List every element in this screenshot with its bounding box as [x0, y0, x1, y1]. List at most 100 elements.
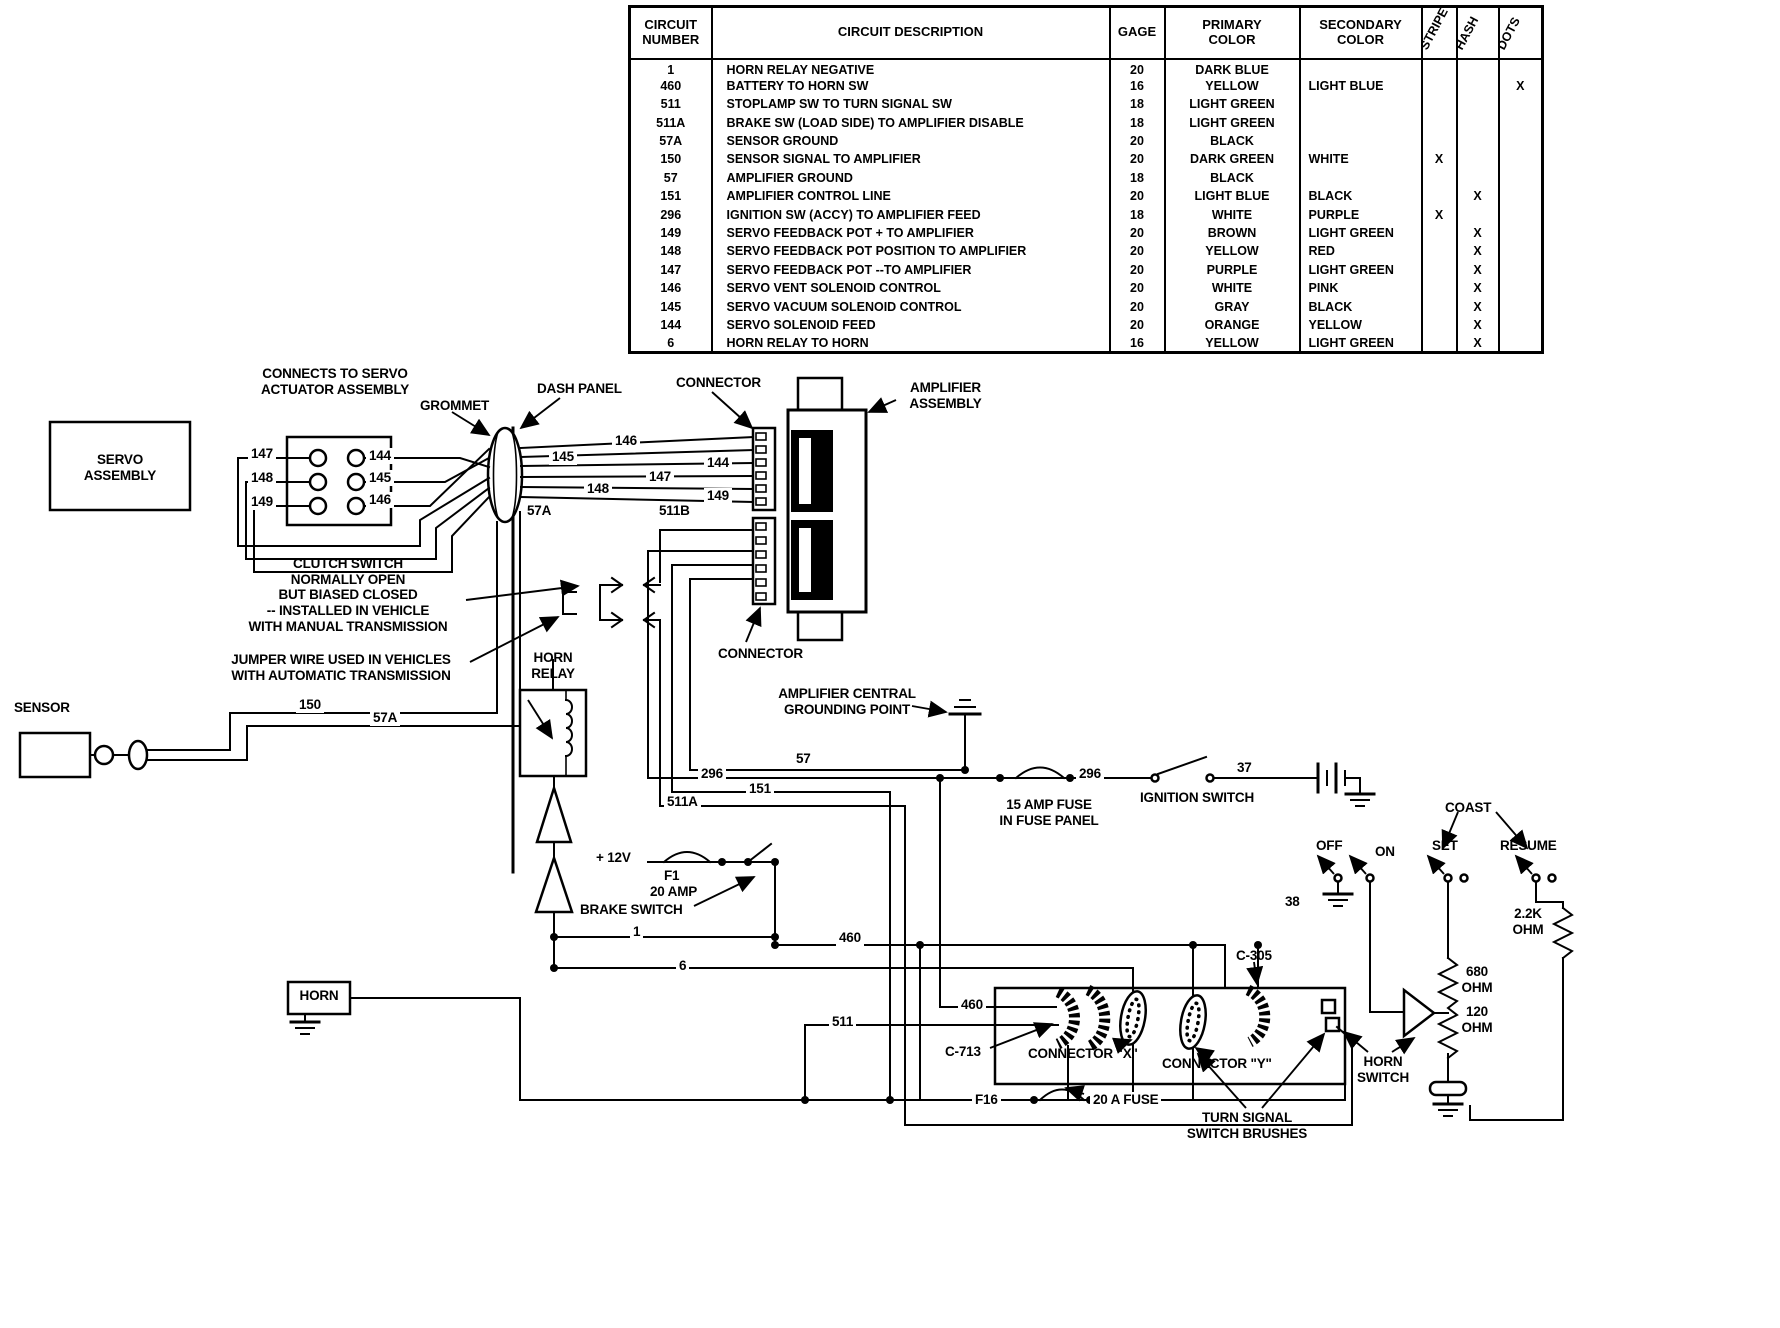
horn-and-signal-runs: [550, 933, 1262, 1101]
cell-num: 146: [628, 279, 712, 298]
wire-label-147: 147: [646, 469, 674, 485]
wire-label-38: 38: [1282, 894, 1303, 910]
cell-primary: YELLOW: [1163, 76, 1300, 96]
label-horn: HORN: [299, 988, 339, 1003]
cell-hash: X: [1455, 260, 1499, 280]
header-stripe-text: STRIPE: [1421, 6, 1451, 53]
cell-dots: [1497, 113, 1543, 133]
cell-stripe: [1420, 260, 1457, 280]
cell-dots: [1497, 95, 1543, 114]
cell-primary: LIGHT GREEN: [1163, 95, 1300, 114]
cell-dots: [1497, 58, 1543, 77]
cell-secondary: LIGHT GREEN: [1298, 224, 1422, 243]
cell-dots: [1497, 242, 1543, 261]
cell-dots: [1497, 297, 1543, 316]
cell-dots: [1497, 224, 1543, 243]
label-c305: C-305: [1236, 948, 1272, 963]
header-primary-color: PRIMARY COLOR: [1163, 6, 1300, 60]
header-hash: HASH: [1455, 6, 1499, 60]
label-grommet: GROMMET: [420, 398, 490, 413]
wire-label-146-pin: 146: [366, 492, 394, 508]
cell-hash: [1455, 168, 1499, 188]
cell-desc: SENSOR SIGNAL TO AMPLIFIER: [710, 150, 1110, 169]
wire-label-57: 57: [793, 751, 814, 767]
label-set: SET: [1432, 838, 1458, 853]
cell-secondary: WHITE: [1298, 150, 1422, 169]
cell-dots: [1497, 187, 1543, 206]
horn-shape: [286, 980, 521, 1101]
label-dash-panel: DASH PANEL: [537, 381, 622, 396]
label-connector-bottom: CONNECTOR: [718, 646, 803, 661]
cell-secondary: BLACK: [1298, 297, 1422, 316]
grommet-shape: [451, 411, 524, 524]
cell-secondary: LIGHT BLUE: [1298, 76, 1422, 96]
cell-gage: 18: [1108, 205, 1165, 225]
cell-num: 144: [628, 315, 712, 335]
cell-stripe: X: [1420, 205, 1457, 225]
wire-label-149: 149: [704, 488, 732, 504]
cell-stripe: [1420, 242, 1457, 261]
connector-brushes: [989, 944, 1341, 1101]
cell-desc: HORN RELAY TO HORN: [710, 334, 1110, 353]
cell-stripe: [1420, 95, 1457, 114]
wire-label-148-pin: 148: [248, 470, 276, 486]
amplifier-assembly-shape: [786, 376, 897, 642]
wire-label-144-pin: 144: [366, 448, 394, 464]
cell-dots: [1497, 315, 1543, 335]
cell-primary: BLACK: [1163, 168, 1300, 188]
cell-hash: X: [1455, 334, 1499, 353]
label-amplifier-grounding: AMPLIFIER CENTRAL GROUNDING POINT: [778, 686, 916, 717]
servo-assembly-box: [48, 420, 192, 512]
wire-label-296-right: 296: [1076, 766, 1104, 782]
cell-desc: BATTERY TO HORN SW: [710, 76, 1110, 96]
cell-hash: [1455, 58, 1499, 77]
label-horn-relay: HORN RELAY: [531, 650, 575, 681]
cell-stripe: [1420, 187, 1457, 206]
wire-label-511: 511: [829, 1014, 857, 1030]
label-connector-top: CONNECTOR: [676, 375, 761, 390]
cell-dots: [1497, 168, 1543, 188]
label-plus-12v: + 12V: [596, 850, 631, 865]
cell-num: 6: [628, 334, 712, 353]
header-dots-text: DOTS: [1498, 15, 1523, 53]
label-resistor-22k: 2.2K OHM: [1512, 906, 1544, 937]
cell-primary: DARK GREEN: [1163, 150, 1300, 169]
label-resistor-680: 680 OHM: [1461, 964, 1493, 995]
cell-dots: X: [1497, 76, 1543, 96]
cell-secondary: RED: [1298, 242, 1422, 261]
cell-desc: BRAKE SW (LOAD SIDE) TO AMPLIFIER DISABL…: [710, 113, 1110, 133]
cell-desc: AMPLIFIER GROUND: [710, 168, 1110, 188]
header-stripe: STRIPE: [1420, 6, 1457, 60]
sensor-shape: [18, 511, 521, 779]
cell-primary: GRAY: [1163, 297, 1300, 316]
cell-desc: SERVO VACUUM SOLENOID CONTROL: [710, 297, 1110, 316]
wire-label-511b: 511B: [656, 503, 693, 519]
amplifier-lower-wires: [647, 529, 754, 793]
label-fuse-f1: F1: [664, 868, 680, 883]
cell-secondary: YELLOW: [1298, 315, 1422, 335]
cell-num: 57A: [628, 132, 712, 151]
cell-desc: AMPLIFIER CONTROL LINE: [710, 187, 1110, 206]
wire-label-460-connector: 460: [958, 997, 986, 1013]
cell-desc: SENSOR GROUND: [710, 132, 1110, 151]
header-description: CIRCUIT DESCRIPTION: [710, 6, 1110, 60]
cell-secondary: [1298, 113, 1422, 133]
wire-label-144: 144: [704, 455, 732, 471]
cell-stripe: [1420, 132, 1457, 151]
cell-secondary: [1298, 58, 1422, 77]
cell-desc: HORN RELAY NEGATIVE: [710, 58, 1110, 77]
label-amplifier-assembly: AMPLIFIER ASSEMBLY: [909, 380, 982, 411]
cell-num: 147: [628, 260, 712, 280]
cell-gage: 16: [1108, 334, 1165, 353]
cell-hash: X: [1455, 224, 1499, 243]
label-turn-signal-brushes: TURN SIGNAL SWITCH BRUSHES: [1186, 1110, 1308, 1141]
label-jumper-note: JUMPER WIRE USED IN VEHICLES WITH AUTOMA…: [231, 652, 451, 683]
wire-table-header: CIRCUIT NUMBER CIRCUIT DESCRIPTION GAGE …: [628, 6, 1543, 60]
